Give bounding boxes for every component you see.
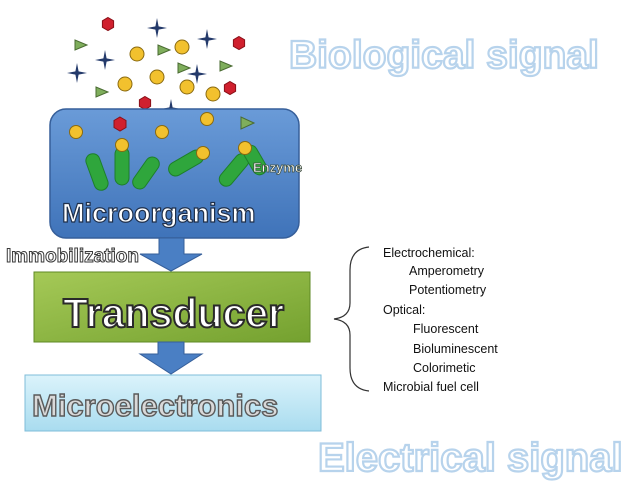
cell <box>85 153 109 191</box>
list-item-bioluminescent: Bioluminescent <box>413 342 498 356</box>
receptor-dot <box>115 138 129 152</box>
list-item-microbial-fuel-cell: Microbial fuel cell <box>383 380 479 394</box>
molecule-triangle <box>157 44 172 56</box>
molecule-dot <box>149 69 165 85</box>
molecule-hexagon <box>101 16 115 32</box>
transducer-types-list: Electrochemical: Amperometry Potentiomet… <box>383 246 498 394</box>
receptor-dot <box>69 125 83 139</box>
molecule-dot <box>117 76 133 92</box>
cell <box>114 146 130 186</box>
electrical-signal-label: Electrical signal <box>318 436 623 480</box>
molecule-dot <box>205 86 221 102</box>
receptor-dot <box>200 112 214 126</box>
molecule-triangle <box>219 60 234 72</box>
receptor-dot <box>155 125 169 139</box>
molecule-star <box>197 29 217 49</box>
cell <box>132 156 160 190</box>
list-category-optical: Optical: <box>383 303 425 317</box>
list-item-fluorescent: Fluorescent <box>413 322 479 336</box>
list-item-colorimetic: Colorimetic <box>413 361 476 375</box>
molecule-star <box>147 18 167 38</box>
receptor-hexagon <box>113 116 127 132</box>
receptor-triangle <box>240 116 256 130</box>
molecule-hexagon <box>232 35 246 51</box>
arrow-down-2 <box>138 341 204 375</box>
microorganism-cells <box>69 112 267 191</box>
receptor-dot <box>196 146 210 160</box>
curly-brace <box>333 246 370 392</box>
list-category-electrochemical: Electrochemical: <box>383 246 475 260</box>
molecule-star <box>67 63 87 83</box>
transducer-box <box>33 271 311 343</box>
molecule-dot <box>179 79 195 95</box>
molecule-triangle <box>95 86 110 98</box>
microelectronics-label: Microelectronics <box>32 388 278 423</box>
list-item-potentiometry: Potentiometry <box>409 283 487 297</box>
list-item-amperometry: Amperometry <box>409 264 485 278</box>
molecule-triangle <box>74 39 89 51</box>
microorganism-label: Microorganism <box>62 198 256 228</box>
enzyme-label: Enzyme <box>253 160 302 175</box>
biological-signal-label: Biological signal <box>289 34 599 77</box>
molecule-hexagon <box>223 80 237 96</box>
molecule-hexagon <box>138 95 152 111</box>
molecule-dot <box>129 46 145 62</box>
molecule-star <box>95 50 115 70</box>
molecules <box>67 16 246 119</box>
transducer-label: Transducer <box>63 290 284 336</box>
molecule-star <box>187 64 207 84</box>
immobilization-label: Immobilization <box>6 246 139 267</box>
molecule-dot <box>174 39 190 55</box>
arrow-down-1 <box>139 237 203 272</box>
receptor-dot <box>238 141 252 155</box>
molecule-triangle <box>177 62 192 74</box>
microelectronics-box <box>24 374 322 432</box>
